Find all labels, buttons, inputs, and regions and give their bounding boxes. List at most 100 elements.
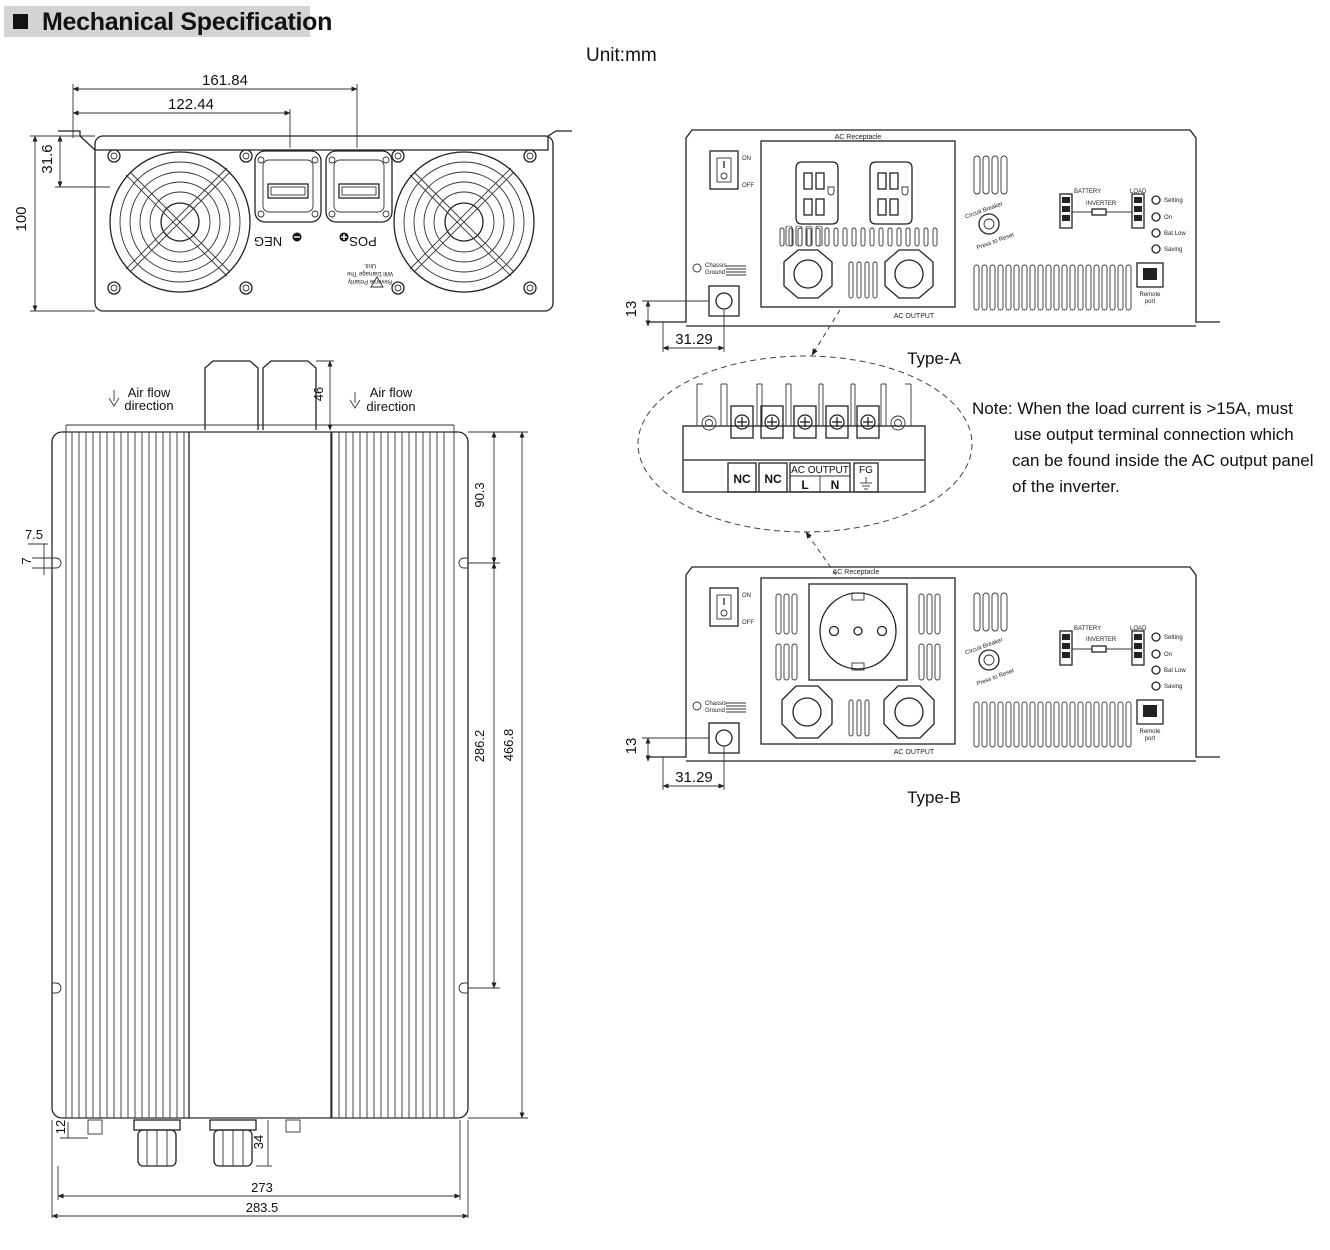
type-b-led-saving: Saving [1164,684,1182,690]
dim-46: 46 [311,387,326,401]
type-b-switch-on: ON [742,593,751,599]
type-a-dim-31-29: 31.29 [675,331,713,348]
screw-1-icon [730,405,754,439]
type-b-gland-right-icon [883,685,935,739]
type-b-remote-2: port [1145,736,1156,742]
type-b-remote-1: Remote [1139,729,1161,735]
type-a-battery-label: BATTERY [1074,189,1101,195]
type-a-led-batlow-icon [1151,228,1161,238]
dim-90-3: 90.3 [472,482,487,507]
warning-line-1: Reverse Polarity [348,278,392,284]
warning-triangle-icon [370,276,384,288]
type-a-dim-13: 13 [623,301,640,318]
note-text: Note: When the load current is >15A, mus… [972,396,1314,500]
dim-100: 100 [13,206,30,231]
type-b-led-saving-icon [1151,681,1161,691]
terminal-ac-output: AC OUTPUT [791,465,849,476]
type-a-led-on-icon [1151,212,1161,222]
type-b-circuit-breaker-icon [978,649,1000,671]
airflow-left-line1: Air flow [128,385,171,400]
type-a-inverter-label: INVERTER [1086,201,1117,207]
type-b-battery-label: BATTERY [1074,626,1101,632]
type-a-led-saving: Saving [1164,247,1182,253]
terminal-nc-2: NC [764,472,782,486]
dim-161-84: 161.84 [202,72,248,89]
terminal-l: L [801,478,808,492]
bottom-post-left-icon [87,1119,103,1135]
type-b-led-on-icon [1151,649,1161,659]
type-b-remote-port-icon [1136,699,1164,725]
type-b-label: Type-B [907,788,961,807]
screw-3-icon [793,405,817,439]
type-b-breaker-1: Circuit Breaker [965,637,1004,656]
type-a-circuit-breaker-icon [978,213,1000,235]
type-a-breaker-1: Circuit Breaker [965,201,1004,220]
dim-122-44: 122.44 [168,96,214,113]
dim-12: 12 [53,1120,68,1134]
airflow-right-line2: direction [366,399,415,414]
type-a-switch-off: OFF [742,183,754,189]
dim-273: 273 [251,1180,273,1195]
polarity-warning: Reverse Polarity Will Damage The Unit. [346,262,393,284]
top-view: Air flow direction Air flow direction 46 [19,360,528,1219]
fg-ground-icon [860,477,872,490]
screw-4-icon [825,405,849,439]
type-b-inverter-label: INVERTER [1086,637,1117,643]
terminal-fg: FG [859,465,873,476]
type-a-led-setting-icon [1151,195,1161,205]
type-a-battery-bar-icon [1059,193,1073,229]
type-b-led-setting: Setting [1164,635,1183,641]
type-b-dim-31-29: 31.29 [675,769,713,786]
type-a-breaker-2: Press to Reset [976,232,1015,251]
note-line-1: Note: When the load current is >15A, mus… [972,399,1293,418]
dim-31-6: 31.6 [39,144,56,173]
type-a-led-on: On [1164,215,1172,221]
terminal-block-detail: NC NC AC OUTPUT FG L N [637,355,973,533]
type-a-led-setting: Setting [1164,198,1183,204]
dim-34: 34 [251,1135,266,1149]
type-a-led-saving-icon [1151,244,1161,254]
type-a-gland-left-icon [783,249,833,299]
type-b-load-label: LOAD [1130,626,1147,632]
type-b-led-on: On [1164,652,1172,658]
dim-7: 7 [19,557,34,564]
type-a-remote-port-icon [1136,262,1164,288]
airflow-arrow-left-icon [108,390,120,407]
type-b-chassis-1: Chassis [705,701,726,707]
section-header: Mechanical Specification [4,6,332,37]
airflow-right-line1: Air flow [370,385,413,400]
type-a-label: Type-A [907,349,962,368]
bottom-fitting-right-icon [209,1119,257,1167]
type-b-chassis-2: Ground [705,708,725,714]
dim-466-8: 466.8 [501,729,516,762]
dim-286-2: 286.2 [472,730,487,763]
type-b-schuko-outlet-icon [808,583,908,681]
bottom-fitting-left-icon [133,1119,181,1167]
section-title: Mechanical Specification [42,8,333,36]
type-a-led-batlow: Bat Low [1164,231,1186,237]
type-b-power-switch-icon [709,587,739,627]
type-a-load-bar-icon [1131,193,1145,229]
type-b-panel: AC Receptacle AC OUTPUT [623,566,1220,807]
warning-line-3: Unit. [364,262,377,268]
type-b-ground-icon [692,701,702,711]
type-b-breaker-2: Press to Reset [976,668,1015,687]
type-a-panel: AC Receptacle AC OUTPUT [623,129,1220,368]
dim-7-5: 7.5 [25,527,43,542]
front-panel-outline [94,135,554,312]
type-a-receptacle-frame [760,140,956,308]
note-line-3: can be found inside the AC output panel [1012,451,1314,470]
type-a-ground-icon [692,263,702,273]
type-a-gland-right-icon [884,249,934,299]
type-a-remote-2: port [1145,299,1156,305]
type-b-ac-receptacle-label: AC Receptacle [833,569,880,576]
type-b-dim-13: 13 [623,738,640,755]
pos-label: POS [349,234,377,249]
type-a-outlet-right-icon [869,161,913,225]
type-a-outlet-left-icon [795,161,839,225]
bottom-post-right-icon [285,1119,301,1133]
type-a-chassis-1: Chassis [705,263,726,269]
type-b-switch-off: OFF [742,620,754,626]
type-b-led-batlow: Bat Low [1164,668,1186,674]
note-line-2: use output terminal connection which [1014,425,1294,444]
